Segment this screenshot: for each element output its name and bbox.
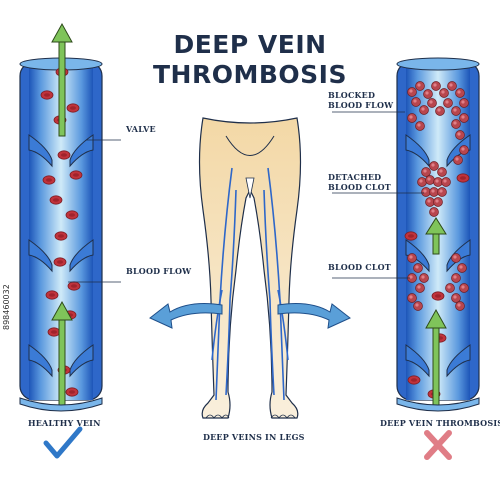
leg-veins	[211, 167, 289, 401]
toes	[205, 414, 296, 419]
blocked-blood-flow-label: BLOCKED BLOOD FLOW	[328, 90, 393, 110]
title-line-1: DEEP VEIN	[173, 30, 327, 59]
blood-flow-label: BLOOD FLOW	[126, 266, 192, 276]
blood-clot-label: BLOOD CLOT	[328, 262, 391, 272]
side-id: 898460032	[2, 284, 11, 330]
deep-veins-in-legs-label: DEEP VEINS IN LEGS	[203, 432, 305, 442]
dvt-vein	[396, 57, 480, 412]
blocked-line-1: BLOCKED	[328, 90, 376, 100]
blocked-line-2: BLOOD FLOW	[328, 100, 394, 110]
detached-line-2: BLOOD CLOT	[328, 182, 391, 192]
title-line-2: THROMBOSIS	[153, 60, 347, 89]
checkmark-icon	[43, 426, 83, 459]
callout-arrows	[149, 303, 351, 329]
cross-icon	[424, 430, 452, 460]
valve-label: VALVE	[126, 124, 156, 134]
dvt-flow-arrows	[425, 217, 447, 409]
dvt-label: DEEP VEIN THROMBOSIS	[380, 418, 500, 428]
healthy-vein	[19, 22, 103, 412]
detached-blood-clot-label: DETACHED BLOOD CLOT	[328, 172, 391, 192]
healthy-valves	[28, 134, 94, 378]
detached-line-1: DETACHED	[328, 172, 382, 182]
healthy-vein-label: HEALTHY VEIN	[28, 418, 101, 428]
legs-illustration	[198, 117, 302, 419]
